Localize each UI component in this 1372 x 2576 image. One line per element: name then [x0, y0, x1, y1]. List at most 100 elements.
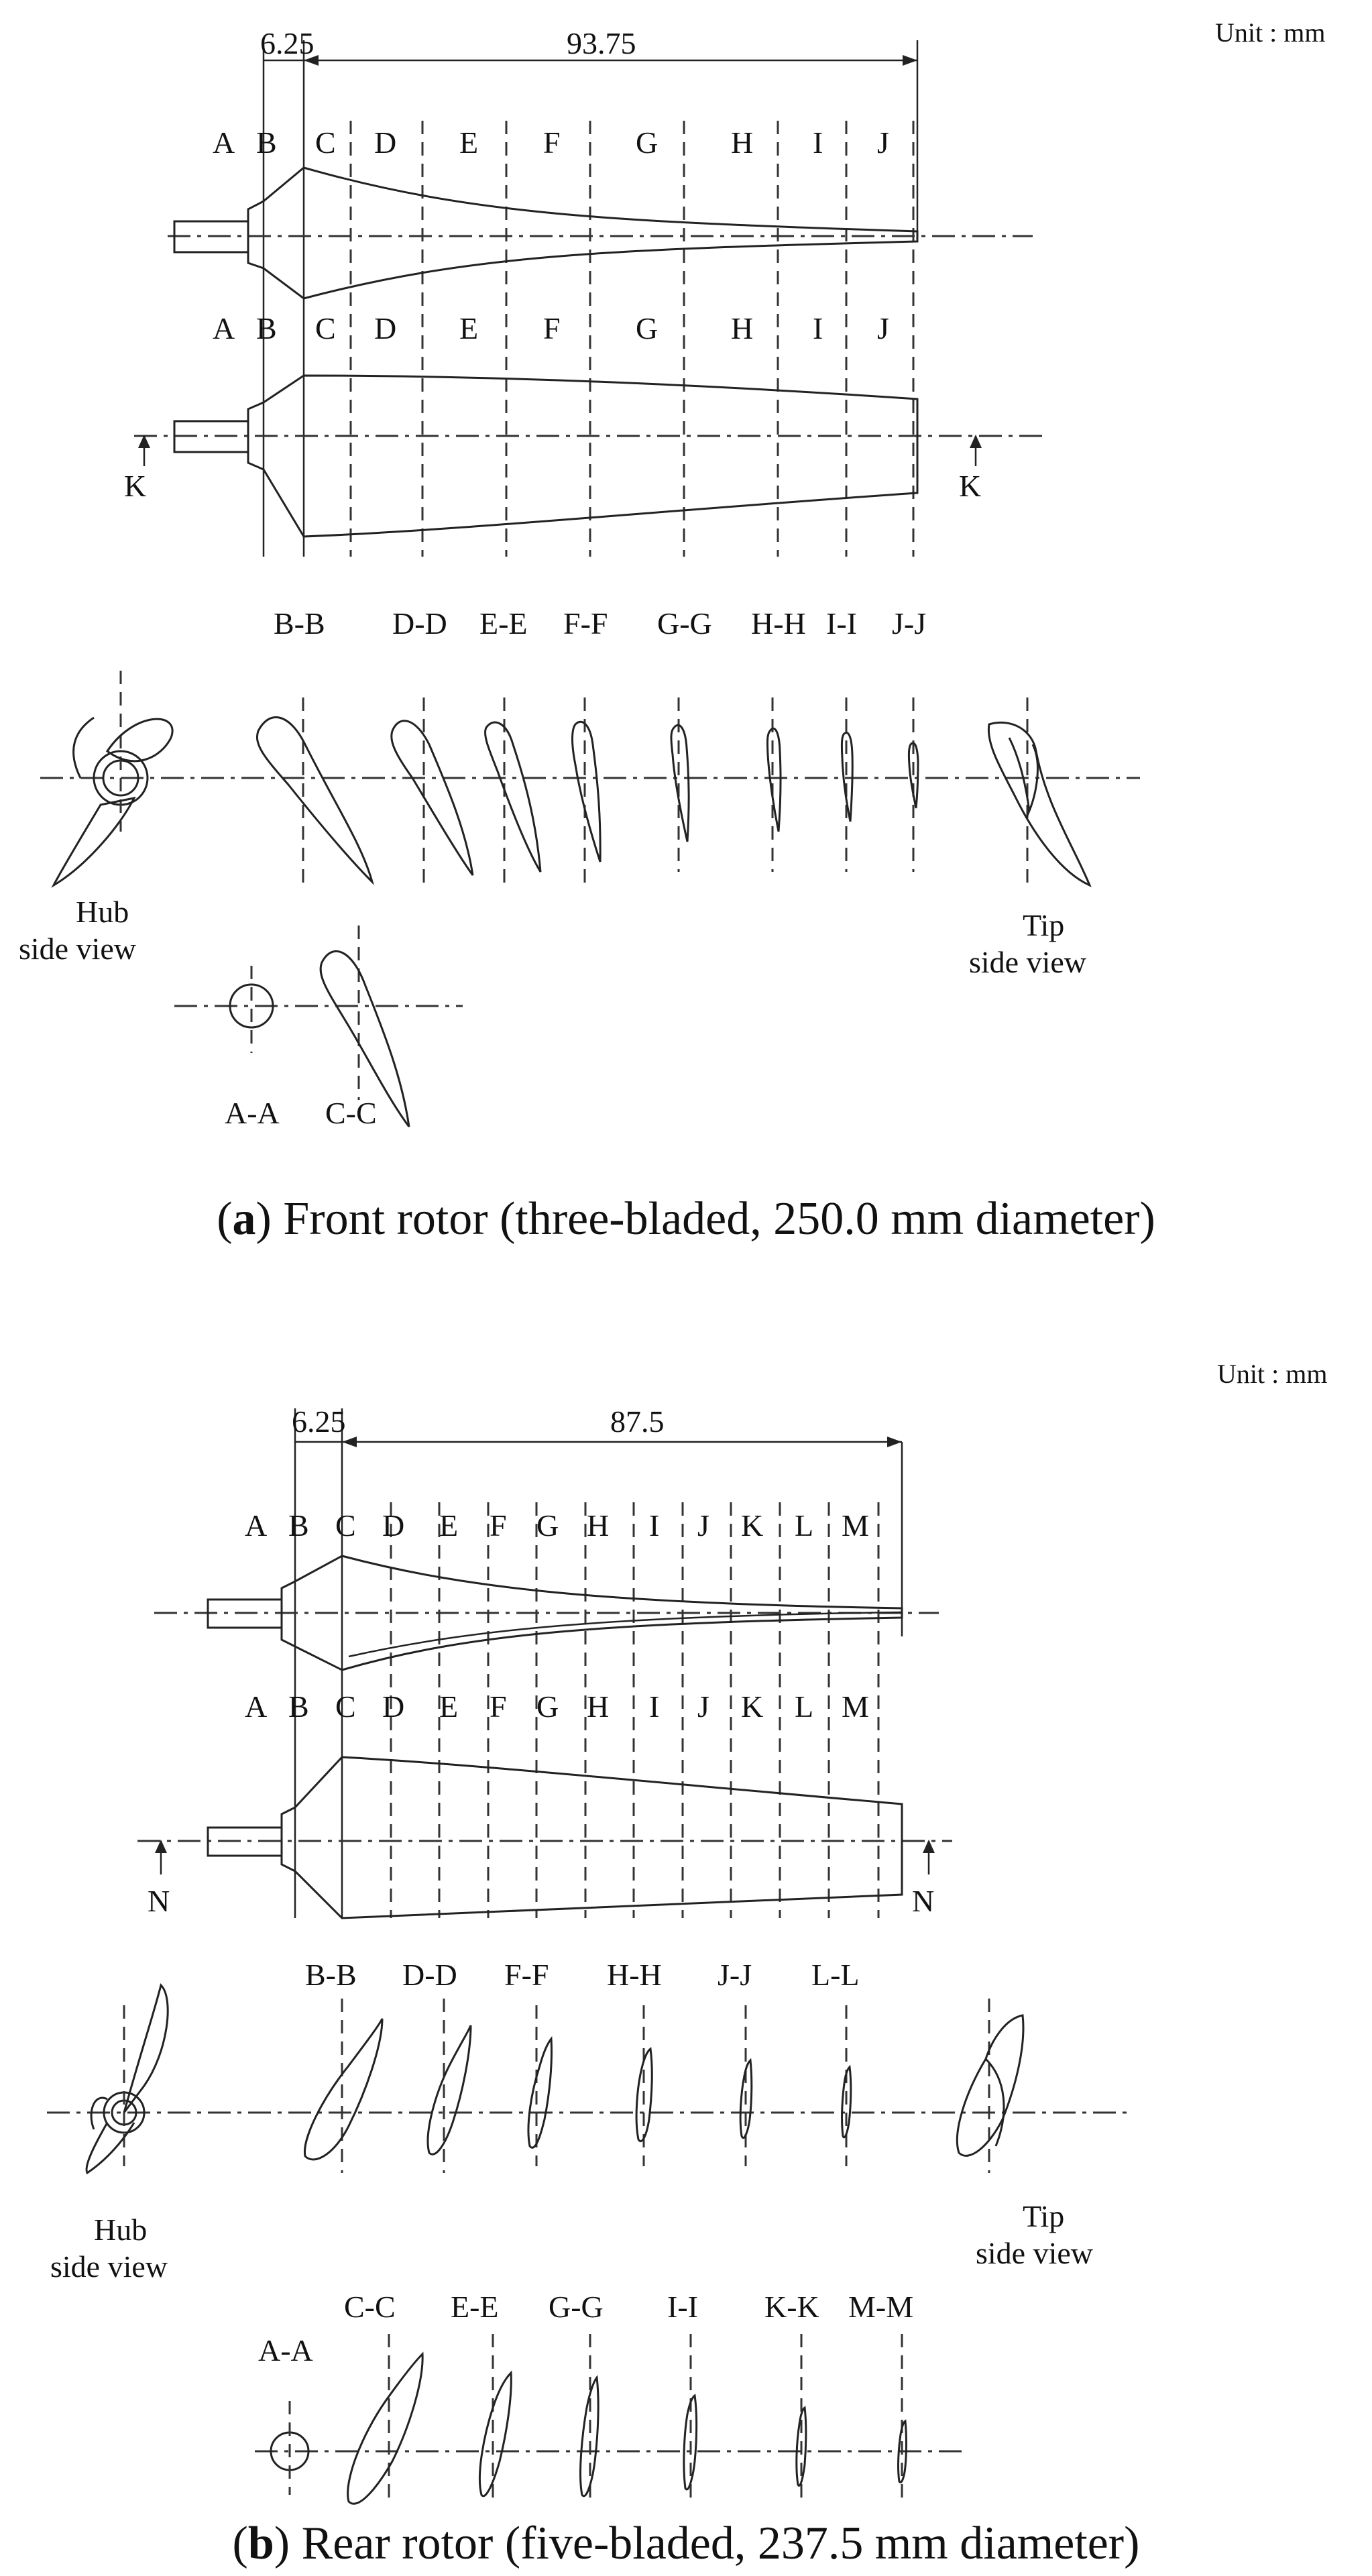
profile-label-aa-b: A-A — [258, 2333, 313, 2367]
section-letters-b-top: A B C D E F G H I J K L M — [245, 1508, 869, 1543]
section-letter: J — [877, 125, 889, 160]
caption-a-letter: a — [233, 1193, 256, 1245]
profile-label: C-C — [344, 2290, 396, 2324]
hub-view-label-b-line2: side view — [50, 2249, 168, 2284]
profile-label: J-J — [718, 1958, 752, 1992]
n-label-right: N — [912, 1884, 934, 1918]
section-letter: B — [288, 1508, 309, 1543]
section-letter: H — [587, 1508, 609, 1543]
blade-profiles-a-row2 — [174, 926, 463, 1127]
tip-view-label-b-line2: side view — [976, 2236, 1094, 2270]
k-label-left: K — [124, 469, 146, 503]
section-letter: A — [213, 311, 235, 345]
blade-front-view-a — [168, 166, 1033, 300]
section-letter: D — [382, 1508, 404, 1543]
section-letter: E — [439, 1508, 458, 1543]
dim-span-b: 87.5 — [610, 1404, 665, 1439]
profile-label: J-J — [892, 606, 926, 640]
section-letter: C — [335, 1689, 356, 1724]
section-letter: J — [697, 1689, 709, 1724]
section-stations-b — [390, 1502, 880, 1918]
section-letter: L — [795, 1689, 813, 1724]
section-letter: G — [636, 125, 658, 160]
profile-label: M-M — [848, 2290, 913, 2324]
profile-label: L-L — [811, 1958, 860, 1992]
section-letter: D — [382, 1689, 404, 1724]
blade-profiles-b-row2 — [255, 2334, 966, 2505]
blade-profiles-b-row1 — [47, 1983, 1127, 2175]
section-letter: G — [536, 1689, 559, 1724]
profile-label-aa: A-A — [225, 1096, 280, 1130]
section-letter: B — [256, 125, 277, 160]
section-letter: A — [245, 1689, 267, 1724]
caption-b-letter: b — [248, 2518, 274, 2569]
section-letters-a-mid: A B C D E F G H I J — [213, 311, 889, 345]
hub-view-label-a-line2: side view — [19, 932, 137, 966]
profile-label: H-H — [751, 606, 806, 640]
section-letter: G — [636, 311, 658, 345]
blade-side-view-b — [137, 1756, 952, 1919]
section-letter: E — [439, 1689, 458, 1724]
profile-label: E-E — [451, 2290, 499, 2324]
section-letter: H — [731, 125, 753, 160]
profile-label-cc: C-C — [325, 1096, 377, 1130]
section-letter: J — [877, 311, 889, 345]
profile-label: D-D — [392, 606, 447, 640]
section-letter: F — [543, 311, 561, 345]
k-label-right: K — [959, 469, 981, 503]
section-letter: A — [245, 1508, 267, 1543]
section-letter: G — [536, 1508, 559, 1543]
section-letter: M — [842, 1508, 869, 1543]
section-letter: C — [335, 1508, 356, 1543]
tip-view-label-a-line2: side view — [969, 945, 1087, 979]
profile-label: B-B — [274, 606, 325, 640]
caption-a-text: Front rotor (three-bladed, 250.0 mm diam… — [283, 1193, 1155, 1245]
profile-label: F-F — [504, 1958, 549, 1992]
section-letter: M — [842, 1689, 869, 1724]
caption-b: (b) Rear rotor (five-bladed, 237.5 mm di… — [233, 2518, 1140, 2569]
hub-view-label-b-line1: Hub — [94, 2213, 147, 2247]
profile-label: I-I — [826, 606, 857, 640]
n-label-left: N — [148, 1884, 170, 1918]
section-letter: B — [288, 1689, 309, 1724]
profile-labels-b-row2: C-C E-E G-G I-I K-K M-M — [344, 2290, 913, 2324]
hub-view-label-a-line1: Hub — [76, 895, 129, 929]
section-letter: B — [256, 311, 277, 345]
section-letter: E — [459, 311, 478, 345]
blade-profiles-a-row1 — [40, 671, 1140, 888]
profile-label: G-G — [549, 2290, 604, 2324]
section-letter: H — [587, 1689, 609, 1724]
profile-label: D-D — [402, 1958, 457, 1992]
profile-label: G-G — [657, 606, 712, 640]
section-stations-a — [349, 121, 915, 557]
unit-label-b: Unit : mm — [1217, 1359, 1327, 1389]
blade-side-view-a — [134, 374, 1046, 538]
section-letter: F — [490, 1689, 507, 1724]
profile-label: E-E — [479, 606, 528, 640]
section-letters-b-mid: A B C D E F G H I J K L M — [245, 1689, 869, 1724]
profile-label: B-B — [305, 1958, 357, 1992]
profile-label: K-K — [764, 2290, 819, 2324]
section-letter: J — [697, 1508, 709, 1543]
dimension-lines-b — [294, 1408, 903, 1918]
dim-span-a: 93.75 — [567, 26, 636, 60]
profile-label: H-H — [607, 1958, 662, 1992]
section-letter: I — [649, 1508, 659, 1543]
figure-b: Unit : mm 6.25 87.5 A B C — [47, 1359, 1327, 2569]
section-letter: E — [459, 125, 478, 160]
caption-a: (a) Front rotor (three-bladed, 250.0 mm … — [217, 1193, 1155, 1245]
section-letter: D — [374, 311, 396, 345]
dim-hub-b: 6.25 — [292, 1404, 346, 1439]
section-letter: C — [315, 311, 336, 345]
section-letter: K — [741, 1508, 763, 1543]
figure-a: Unit : mm 6.25 93.75 A B C — [19, 17, 1325, 1245]
profile-label: F-F — [563, 606, 608, 640]
section-letter: F — [490, 1508, 507, 1543]
section-letter: L — [795, 1508, 813, 1543]
profile-label: I-I — [667, 2290, 698, 2324]
profile-labels-a-row1: B-B D-D E-E F-F G-G H-H I-I J-J — [274, 606, 926, 640]
section-letter: H — [731, 311, 753, 345]
section-letter: A — [213, 125, 235, 160]
section-letter: I — [813, 125, 823, 160]
